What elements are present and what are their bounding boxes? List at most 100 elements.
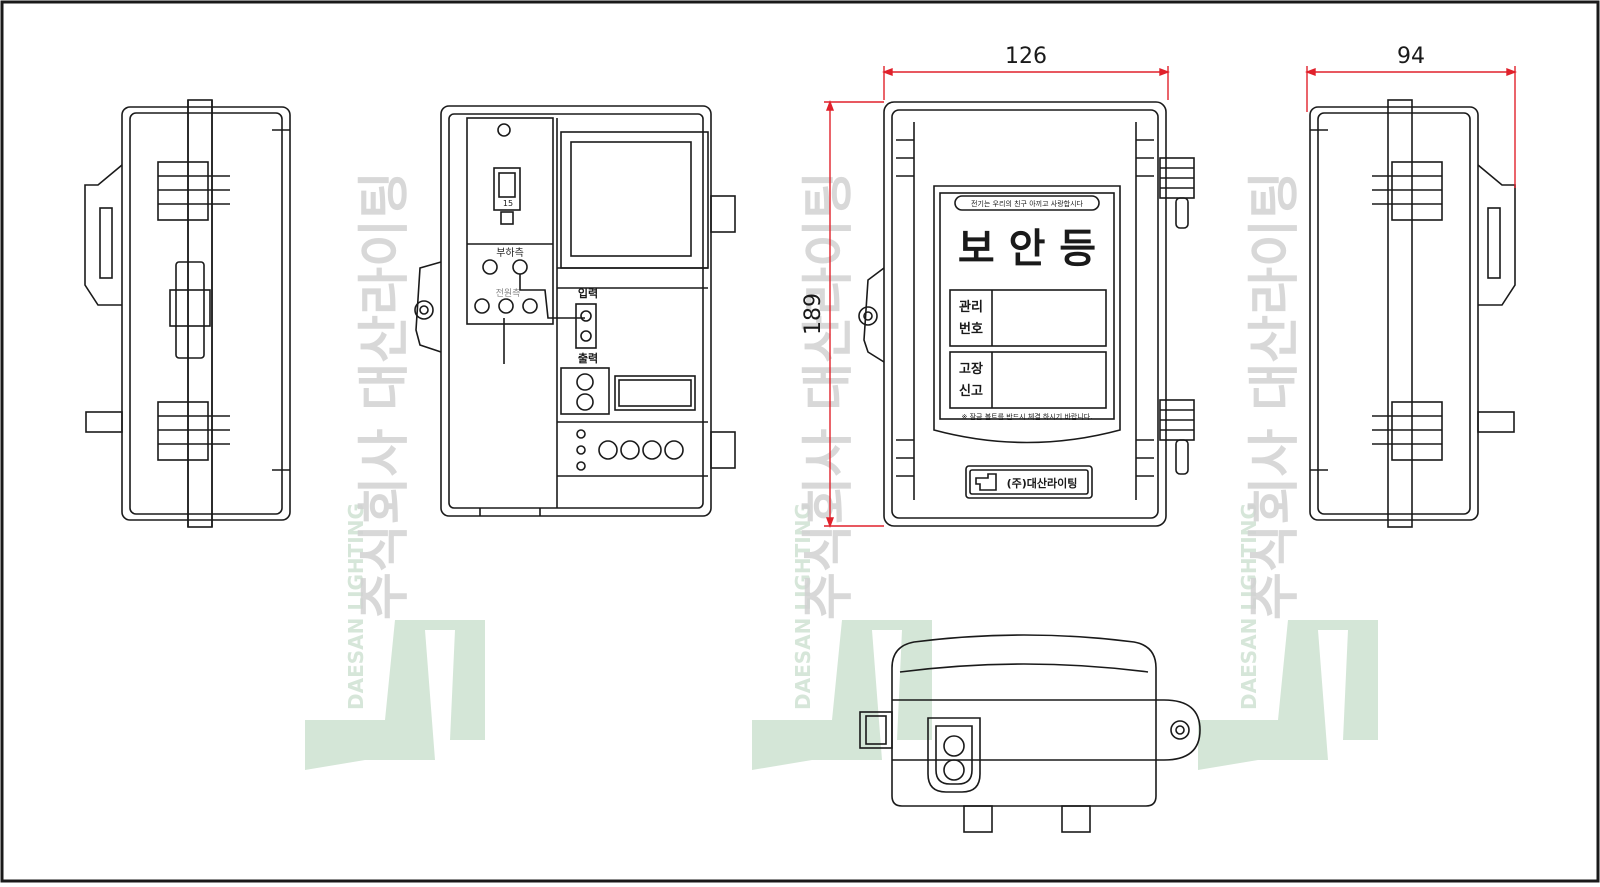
watermark-group: DAESAN LIGHTING 주식회사 대산라이팅 DAESAN LIGHTI… <box>305 171 1378 770</box>
left-side-body <box>121 106 291 521</box>
interior-mount-hole <box>414 300 434 320</box>
dimension-height <box>824 100 884 528</box>
bottom-cable-hole-2 <box>943 759 965 781</box>
right-side-slot <box>1487 207 1501 279</box>
interior-output-terminal <box>560 367 610 415</box>
watermark-1: DAESAN LIGHTING <box>305 503 485 770</box>
front-maker-name: (주)대산라이팅 <box>1007 476 1078 490</box>
interior-breaker-panel <box>466 117 554 325</box>
left-side-bracket <box>84 164 123 306</box>
bottom-foot-right <box>1061 805 1091 833</box>
interior-load-side-label: 부하측 <box>496 246 524 259</box>
front-motto: 전기는 우리의 친구 아끼고 사랑합시다 <box>971 199 1084 208</box>
front-mount-hole <box>858 306 878 326</box>
interior-ballast <box>570 141 692 257</box>
front-row2-line1: 고장 <box>959 361 983 377</box>
interior-terminal-load-1 <box>482 259 498 275</box>
right-side-view <box>1309 99 1516 528</box>
left-side-lid-edge <box>187 99 213 528</box>
bottom-lid-curve <box>899 663 1149 673</box>
front-title: 보 안 등 <box>958 226 1096 272</box>
front-motto-pill <box>954 195 1100 211</box>
interior-input-label: 입력 <box>578 287 598 300</box>
front-box-management <box>949 289 1107 347</box>
interior-led-4 <box>664 440 684 460</box>
interior-breaker <box>493 167 521 211</box>
interior-breaker-toggle <box>500 211 514 225</box>
watermark-3: DAESAN LIGHTING <box>1198 503 1378 770</box>
front-row2-line2: 신고 <box>959 384 983 399</box>
watermark-company-1: 주식회사 대산라이팅 <box>355 171 415 620</box>
front-maker-plate <box>965 465 1093 499</box>
interior-terminal-load-2 <box>512 259 528 275</box>
right-side-inner <box>1317 112 1471 515</box>
front-mount-ear <box>863 267 885 363</box>
interior-ballast-frame <box>560 131 709 269</box>
interior-terminal-supply-3 <box>522 298 538 314</box>
interior-terminal-supply-2 <box>498 298 514 314</box>
dimension-depth-label: 94 <box>1397 44 1425 69</box>
watermark-logo-3 <box>1198 620 1378 770</box>
bottom-cable-hole-1 <box>943 735 965 757</box>
front-label-sheet <box>939 192 1115 420</box>
left-side-view <box>84 99 291 528</box>
watermark-company-3: 주식회사 대산라이팅 <box>1245 171 1305 620</box>
interior-screw-top <box>497 123 511 137</box>
bottom-mount-ear <box>1163 699 1201 761</box>
interior-body <box>440 105 712 517</box>
dimension-width <box>882 66 1170 100</box>
interior-right-tab-upper <box>710 195 736 233</box>
interior-terminal-supply-1 <box>474 298 490 314</box>
front-box-fault <box>949 351 1107 409</box>
left-side-peg <box>85 411 123 433</box>
interior-mount-ear <box>415 261 442 353</box>
left-side-inner <box>129 112 283 515</box>
bottom-foot-left <box>963 805 993 833</box>
interior-breaker-switch <box>498 172 516 198</box>
watermark-brand-2: DAESAN LIGHTING <box>791 503 815 710</box>
interior-breaker-rating: 15 <box>503 199 513 208</box>
front-right-ribs <box>1135 122 1154 500</box>
watermark-company-2: 주식회사 대산라이팅 <box>799 171 859 620</box>
interior-output-label: 출력 <box>578 351 598 365</box>
interior-photo-sensor <box>575 303 597 349</box>
watermark-logo-1 <box>305 620 485 770</box>
left-side-slot <box>99 207 113 279</box>
interior-nameplate <box>614 375 696 411</box>
right-side-upper-hinge <box>1372 161 1443 221</box>
bottom-body <box>891 634 1157 807</box>
dimension-height-label: 189 <box>801 293 826 335</box>
interior-inner-wall <box>448 113 704 509</box>
interior-mount-hole-inner <box>419 305 429 315</box>
front-left-ribs <box>896 122 915 500</box>
front-row1-line2: 번호 <box>959 322 983 337</box>
right-side-peg <box>1477 411 1515 433</box>
dimension-width-label: 126 <box>1005 44 1047 69</box>
interior-led-2 <box>620 440 640 460</box>
front-view: 전기는 우리의 친구 아끼고 사랑합시다 보 안 등 관리 번호 고장 신고 ※… <box>858 101 1195 527</box>
bottom-mount-hole <box>1170 720 1190 740</box>
front-body <box>883 101 1167 527</box>
left-side-upper-hinge <box>157 161 230 221</box>
watermark-brand-1: DAESAN LIGHTING <box>344 503 368 710</box>
bottom-view <box>859 634 1201 833</box>
left-side-latch <box>175 261 205 359</box>
interior-view: 15 부하측 전원측 입력 출력 <box>414 105 736 517</box>
bottom-cable-gland <box>927 717 981 793</box>
right-side-lower-hinge <box>1372 401 1443 461</box>
left-side-lower-hinge <box>157 401 230 461</box>
right-side-bracket <box>1477 164 1516 306</box>
dimension-depth <box>1305 66 1517 188</box>
watermark-brand-3: DAESAN LIGHTING <box>1237 503 1261 710</box>
watermark-logo-2 <box>752 620 932 770</box>
bottom-latch <box>859 711 893 749</box>
left-side-latch-inner <box>169 289 211 327</box>
right-side-body <box>1309 106 1479 521</box>
interior-wire-route <box>519 274 585 319</box>
front-maker-logo <box>975 473 997 491</box>
right-side-lid-edge <box>1387 99 1413 528</box>
interior-led-1 <box>598 440 618 460</box>
front-row1-line1: 관리 <box>959 299 983 315</box>
